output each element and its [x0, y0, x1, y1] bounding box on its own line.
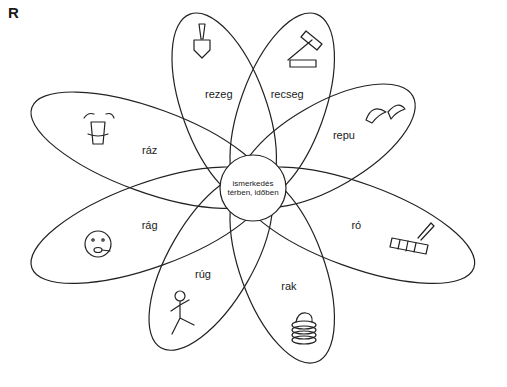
petal-label: rak [279, 280, 298, 293]
petal-label: rezeg [203, 88, 235, 101]
center-circle: ismerkedés térben, időben [219, 154, 287, 222]
carving-stick-drawing [390, 223, 434, 254]
petal-label: rág [140, 219, 160, 232]
petal-label: ró [349, 219, 363, 232]
chewing-face-drawing [85, 231, 111, 257]
petal-label: ráz [140, 144, 159, 157]
petal-label: recseg [269, 88, 306, 101]
petal-label: repu [331, 129, 357, 142]
plumb-bob-drawing [194, 24, 210, 58]
petal-label: rúg [193, 268, 213, 281]
center-text: ismerkedés térben, időben [225, 179, 281, 197]
coin-stack-drawing [292, 313, 316, 344]
hammer-drawing [288, 31, 322, 67]
kicking-figure-drawing [171, 291, 194, 334]
wings-drawing [366, 105, 405, 123]
shaking-glass-drawing [84, 114, 114, 145]
diagram-title: R [8, 4, 19, 21]
